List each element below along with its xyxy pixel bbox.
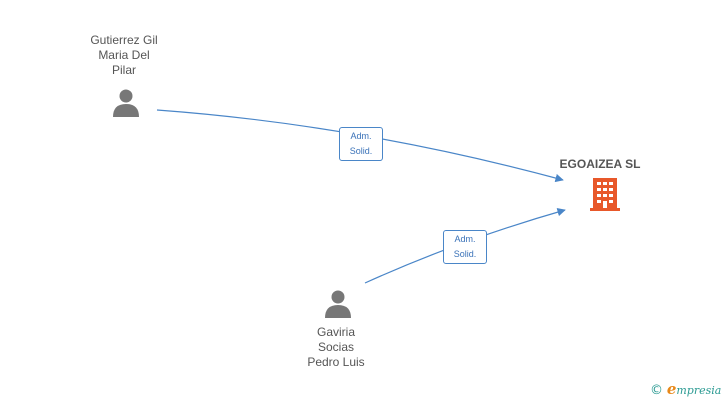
person-name-1[interactable]: Gutierrez Gil Maria Del Pilar (90, 33, 158, 77)
empresia-logo[interactable]: © empresia (650, 380, 722, 398)
company-name[interactable]: EGOAIZEA SL (559, 157, 641, 171)
person-icon[interactable] (111, 88, 141, 118)
person-icon[interactable] (323, 289, 353, 319)
edge-label-2[interactable]: Adm. Solid. (443, 230, 487, 264)
building-icon[interactable] (588, 176, 622, 212)
edge-label-1[interactable]: Adm. Solid. (339, 127, 383, 161)
person-name-2[interactable]: Gaviria Socias Pedro Luis (307, 325, 365, 369)
